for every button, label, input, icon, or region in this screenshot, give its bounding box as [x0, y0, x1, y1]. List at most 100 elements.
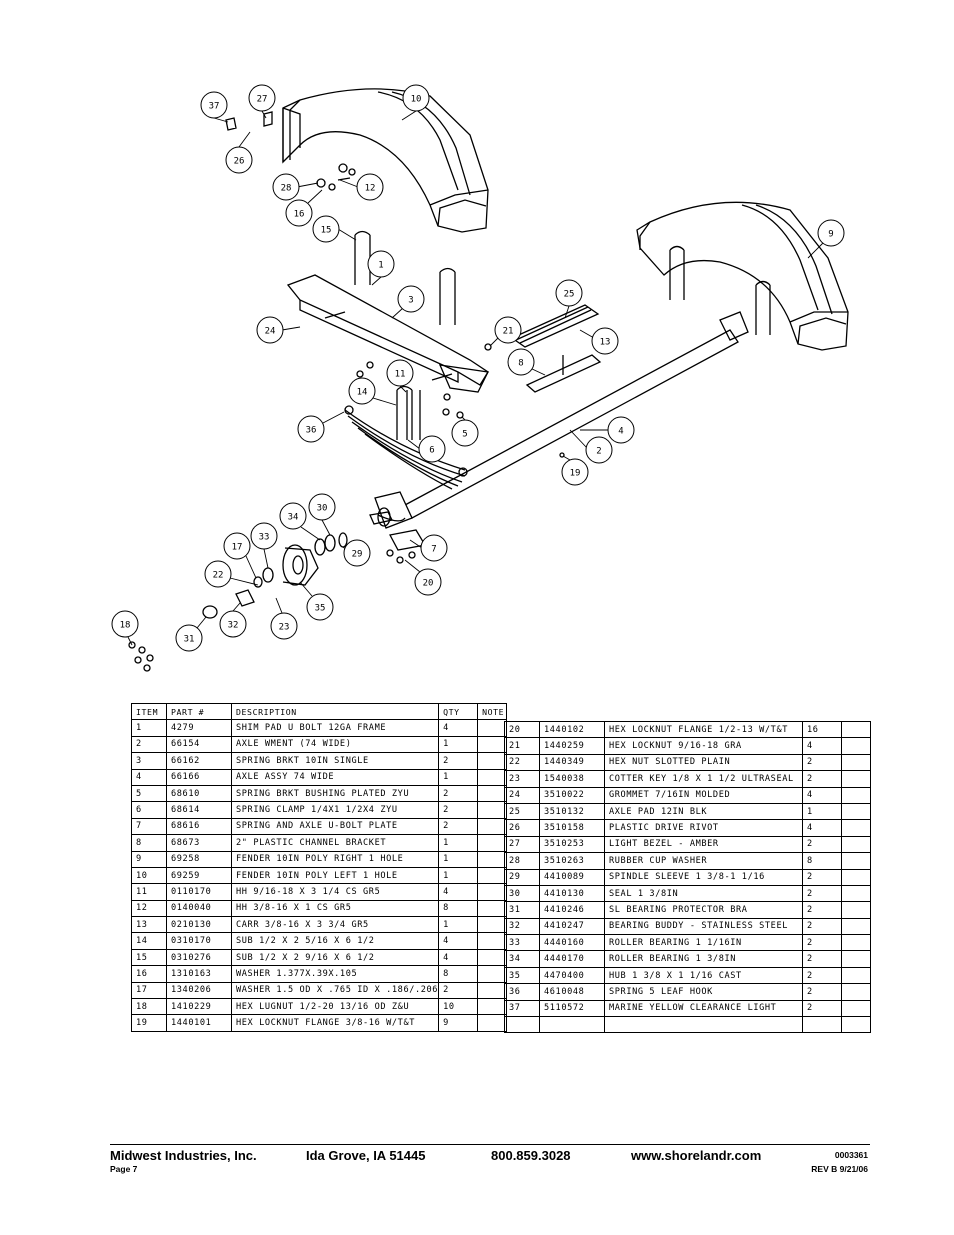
description-cell: SPRING CLAMP 1/4X1 1/2X4 ZYU	[230, 801, 440, 819]
qty-cell: 2	[802, 753, 842, 772]
description-cell: ROLLER BEARING 1 3/8IN	[604, 950, 803, 968]
part-number-cell: 68616	[166, 817, 232, 836]
callout-circle	[312, 215, 340, 243]
callout-label: 23	[279, 623, 290, 633]
part-number-cell: 4410130	[539, 884, 605, 903]
callout-label: 2	[596, 447, 601, 457]
description-cell: SUB 1/2 X 2 5/16 X 6 1/2	[230, 932, 440, 950]
note-cell	[477, 817, 508, 836]
note-cell	[477, 1014, 508, 1032]
note-cell	[841, 999, 871, 1018]
callout-32: 32	[219, 610, 247, 638]
leaf-spring-shape	[344, 405, 468, 490]
part-number-cell: 1440101	[166, 1014, 232, 1032]
callout-label: 22	[213, 571, 224, 581]
callout-circle	[111, 610, 139, 638]
item-cell: 21	[504, 737, 540, 755]
item-cell: 16	[131, 965, 167, 983]
part-number-cell: 4410247	[539, 917, 605, 936]
item-cell: 37	[504, 999, 540, 1018]
qty-cell: 1	[438, 916, 479, 934]
note-cell	[477, 752, 508, 770]
qty-cell: 2	[438, 752, 479, 770]
part-number-cell: 4470400	[539, 966, 605, 985]
description-cell: WASHER 1.377X.39X.105	[230, 965, 440, 983]
callout-21: 21	[494, 316, 522, 344]
part-number-cell: 1310163	[166, 965, 232, 983]
part-number-cell: 66166	[166, 768, 232, 786]
callout-circle	[270, 612, 298, 640]
item-cell: 8	[131, 834, 167, 852]
description-cell: HEX LOCKNUT FLANGE 3/8-16 W/T&T	[230, 1014, 440, 1032]
qty-cell: 2	[438, 817, 479, 836]
callout-circle	[225, 146, 253, 174]
item-cell: 29	[504, 868, 540, 886]
note-cell	[477, 850, 508, 868]
footer-rule	[110, 1144, 870, 1145]
part-number-cell: 0310170	[166, 932, 232, 950]
callout-13: 13	[591, 327, 619, 355]
callout-label: 31	[184, 635, 195, 645]
qty-cell: 2	[438, 784, 479, 803]
callout-20: 20	[414, 568, 442, 596]
callout-33: 33	[250, 522, 278, 550]
description-cell: RUBBER CUP WASHER	[604, 852, 803, 870]
part-number-cell: 4410089	[539, 868, 605, 886]
callout-circle	[402, 84, 430, 112]
part-number-cell: 4279	[166, 719, 232, 737]
callout-label: 3	[408, 296, 413, 306]
note-cell	[841, 966, 871, 985]
qty-cell: 8	[802, 852, 842, 870]
callout-37: 37	[200, 91, 228, 119]
item-cell: 9	[131, 850, 167, 868]
item-cell: 3	[131, 752, 167, 770]
callout-7: 7	[420, 534, 448, 562]
note-cell	[477, 899, 508, 918]
note-cell	[477, 866, 508, 885]
part-number-cell: 5110572	[539, 999, 605, 1018]
qty-cell: 4	[438, 883, 479, 901]
description-cell: 2" PLASTIC CHANNEL BRACKET	[230, 834, 440, 852]
callout-18: 18	[111, 610, 139, 638]
note-cell	[477, 965, 508, 983]
callout-circle	[414, 568, 442, 596]
callout-circle	[607, 416, 635, 444]
qty-cell: 1	[438, 768, 479, 786]
part-number-cell: 4610048	[539, 983, 605, 1001]
note-cell	[477, 998, 508, 1016]
note-cell	[841, 950, 871, 968]
qty-cell: 2	[802, 934, 842, 952]
note-cell	[841, 868, 871, 886]
callout-8: 8	[507, 348, 535, 376]
part-number-cell: 1540038	[539, 770, 605, 788]
note-cell	[477, 916, 508, 934]
axle-pad-shape	[510, 304, 602, 393]
callout-label: 27	[257, 95, 268, 105]
item-cell: 27	[504, 835, 540, 854]
callout-11: 11	[386, 359, 414, 387]
description-cell: WASHER 1.5 OD X .765 ID X .186/.206	[230, 981, 440, 1000]
header-description: DESCRIPTION	[230, 702, 440, 721]
qty-cell: 4	[802, 786, 842, 804]
note-cell	[477, 948, 508, 967]
description-cell: COTTER KEY 1/8 X 1 1/2 ULTRASEAL	[604, 770, 803, 788]
callout-17: 17	[223, 532, 251, 560]
callout-circle	[250, 522, 278, 550]
note-cell	[841, 852, 871, 870]
callout-circle	[591, 327, 619, 355]
